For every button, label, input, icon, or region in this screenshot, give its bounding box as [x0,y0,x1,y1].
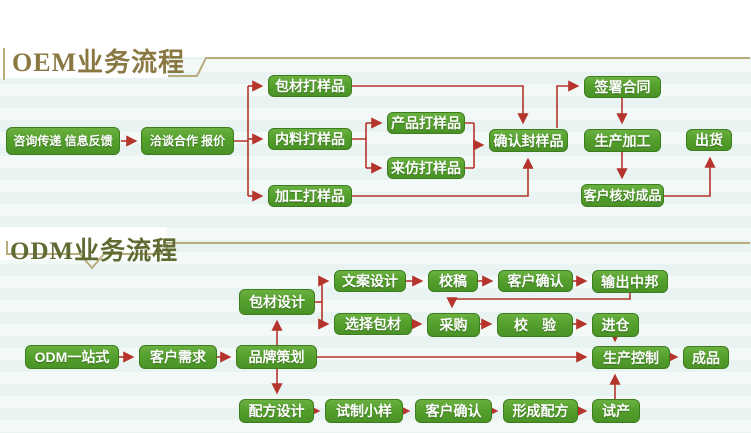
oem-frame-line [168,57,750,77]
node-customer-needs: 客户需求 [139,345,217,369]
node-warehouse-in: 进仓 [592,313,639,337]
node-sign-contract: 签署合同 [584,76,661,98]
node-negotiate-quote: 洽谈合作 报价 [141,127,234,155]
node-customer-check-finished: 客户核对成品 [581,184,664,207]
odm-section-title: ODM业务流程 [10,238,179,265]
node-shipment: 出货 [686,129,732,151]
node-production-processing: 生产加工 [584,129,661,152]
node-consult-feedback: 咨询传递 信息反馈 [6,127,120,155]
node-processing-sample: 加工打样品 [268,185,352,207]
node-brand-planning: 品牌策划 [236,345,317,369]
oem-section-title: OEM业务流程 [12,48,186,77]
node-select-packaging: 选择包材 [334,313,412,335]
node-verification: 校 验 [497,313,573,337]
node-production-control: 生产控制 [592,346,670,369]
node-trial-sample: 试制小样 [325,399,403,423]
node-purchasing: 采购 [427,313,480,337]
node-output-zhongbang: 输出中邦 [592,270,668,293]
node-trial-production: 试产 [592,399,640,423]
node-inner-material-sample: 内料打样品 [268,128,352,150]
node-imitation-sample: 来仿打样品 [387,157,465,179]
oem-header-band-left [0,57,168,78]
node-odm-one-stop: ODM一站式 [25,345,119,369]
node-formula-design: 配方设计 [239,399,314,423]
node-customer-confirm-1: 客户确认 [498,270,573,292]
node-packaging-sample: 包材打样品 [268,75,352,97]
odm-frame-line [6,241,750,270]
node-confirm-sealed-sample: 确认封样品 [489,129,568,152]
node-finished-product: 成品 [683,346,729,369]
node-proofreading: 校稿 [428,270,478,292]
oem-header-band [0,0,751,57]
node-packaging-design: 包材设计 [239,289,315,315]
node-form-formula: 形成配方 [503,399,578,423]
node-customer-confirm-2: 客户确认 [415,399,492,423]
node-copy-design: 文案设计 [334,270,406,292]
node-product-sample: 产品打样品 [387,112,465,134]
